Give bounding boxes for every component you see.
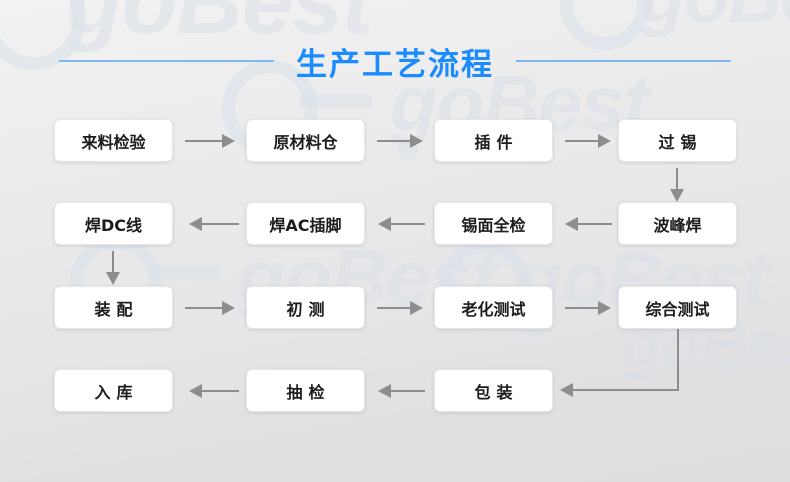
flow-node-label: 老化测试 bbox=[461, 299, 526, 319]
arrow-left-r2-2 bbox=[378, 215, 425, 233]
flow-node-lailiaojianyan[interactable]: 来料检验 bbox=[54, 119, 173, 162]
arrow-right-r3-2 bbox=[377, 299, 423, 317]
flow-node-zongheceshi[interactable]: 综合测试 bbox=[618, 286, 737, 329]
watermark-dash-icon bbox=[150, 266, 220, 279]
arrow-left-r4-1 bbox=[189, 382, 239, 400]
flow-node-ximianquanjian[interactable]: 锡面全检 bbox=[434, 202, 553, 245]
arrow-left-r2-3 bbox=[565, 215, 612, 233]
arrow-down-handcxian-to-zhuangpei bbox=[104, 251, 122, 285]
arrow-right-r1-2 bbox=[377, 132, 423, 150]
arrow-left-r2-1 bbox=[189, 215, 239, 233]
arrow-down-guoxi-to-bofenghan bbox=[668, 168, 686, 202]
flow-node-baozhuang[interactable]: 包装 bbox=[434, 369, 553, 412]
page-title: 生产工艺流程 bbox=[0, 36, 790, 86]
flow-node-choujian[interactable]: 抽检 bbox=[246, 369, 365, 412]
connector-zongheceshi-to-baozhuang bbox=[560, 329, 690, 399]
arrow-right-r1-3 bbox=[565, 132, 611, 150]
flow-node-ruku[interactable]: 入库 bbox=[54, 369, 173, 412]
flow-node-hanacchajiao[interactable]: 焊AC插脚 bbox=[246, 202, 365, 245]
watermark-text: goBest bbox=[66, 0, 373, 53]
flow-node-label: 初测 bbox=[286, 299, 331, 319]
flow-node-label: 锡面全检 bbox=[461, 215, 526, 235]
title-rule-right bbox=[516, 60, 731, 62]
watermark-text: goBest bbox=[640, 0, 790, 39]
flow-node-laohuaceshi[interactable]: 老化测试 bbox=[434, 286, 553, 329]
flow-node-label: 抽检 bbox=[286, 382, 331, 402]
arrow-right-r3-3 bbox=[565, 299, 611, 317]
flow-node-label: 原材料仓 bbox=[273, 132, 338, 152]
flow-node-chajian[interactable]: 插件 bbox=[434, 119, 553, 162]
flow-node-handcxian[interactable]: 焊DC线 bbox=[54, 202, 173, 245]
flow-node-label: 综合测试 bbox=[645, 299, 710, 319]
flow-node-label: 包装 bbox=[474, 382, 519, 402]
flow-node-chuce[interactable]: 初测 bbox=[246, 286, 365, 329]
arrow-right-r3-1 bbox=[185, 299, 235, 317]
flow-node-label: 过锡 bbox=[658, 132, 703, 152]
flow-node-label: 装配 bbox=[94, 299, 139, 319]
flow-node-zhuangpei[interactable]: 装配 bbox=[54, 286, 173, 329]
flow-node-label: 焊AC插脚 bbox=[269, 215, 342, 235]
flow-node-label: 插件 bbox=[474, 132, 519, 152]
title-text: 生产工艺流程 bbox=[296, 46, 494, 83]
flow-node-label: 焊DC线 bbox=[84, 215, 143, 235]
flow-node-label: 波峰焊 bbox=[653, 215, 702, 235]
flow-node-yuancailiaocang[interactable]: 原材料仓 bbox=[246, 119, 365, 162]
arrow-right-r1-1 bbox=[185, 132, 235, 150]
title-rule-left bbox=[59, 60, 274, 62]
flow-node-label: 来料检验 bbox=[81, 132, 146, 152]
watermark-dash-icon bbox=[300, 94, 372, 107]
arrow-left-r4-2 bbox=[378, 382, 425, 400]
flow-node-bofenghan[interactable]: 波峰焊 bbox=[618, 202, 737, 245]
flow-node-guoxi[interactable]: 过锡 bbox=[618, 119, 737, 162]
flow-node-label: 入库 bbox=[94, 382, 139, 402]
